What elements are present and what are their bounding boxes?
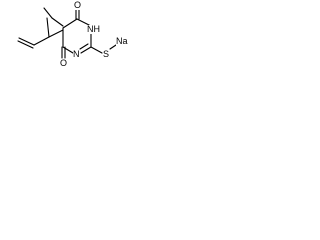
bond-c4-n3	[76, 18, 92, 27]
bond-ethyl-ch3	[43, 7, 53, 19]
atom-label-oxygen-bottom: O	[60, 58, 68, 68]
bond-c2-n1-b	[79, 43, 89, 50]
bond-c2-s	[90, 46, 103, 54]
bond-vinyl-double-b	[17, 40, 34, 49]
bond-branch-methyl	[46, 17, 50, 38]
bond-branch-vinyl	[33, 36, 50, 46]
bond-ethyl-ch2	[51, 17, 64, 27]
bond-branch-to-ring	[48, 29, 64, 38]
atom-label-nitrogen-ring: N	[73, 49, 80, 59]
bond-c2-n1-a	[80, 46, 92, 54]
bond-c5-c4	[62, 18, 78, 29]
structure-diagram: O NH S Na N O	[0, 0, 130, 73]
bond-vinyl-double-a	[18, 37, 35, 46]
atom-label-sulfur: S	[103, 49, 110, 59]
bond-s-na	[109, 44, 117, 50]
bond-skeleton	[17, 7, 117, 59]
atom-label-sodium: Na	[116, 36, 128, 46]
atom-label-nh: NH	[87, 24, 100, 34]
atom-label-oxygen-top: O	[74, 0, 82, 10]
